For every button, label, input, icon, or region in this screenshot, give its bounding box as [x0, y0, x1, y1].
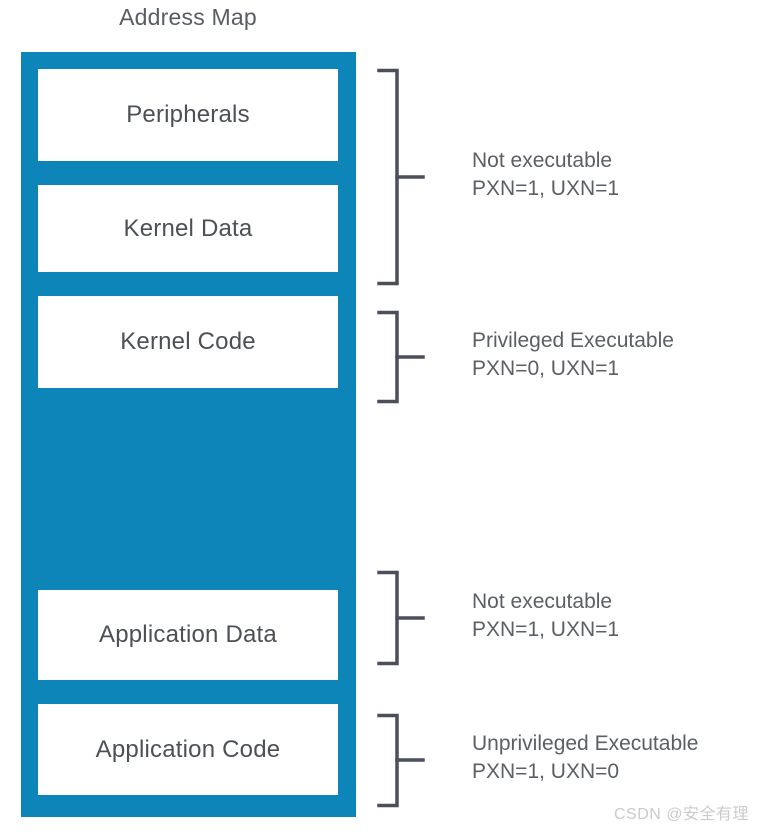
memory-region-label: Application Data [99, 621, 277, 648]
annotation-text: Not executable PXN=1, UXN=1 [472, 588, 619, 644]
annotation-flags: PXN=1, UXN=1 [472, 177, 620, 200]
memory-region-label: Peripherals [126, 101, 250, 128]
memory-region-application-code: Application Code [38, 704, 338, 795]
curly-bracket-icon [377, 68, 425, 286]
memory-region-kernel-data: Kernel Data [38, 185, 338, 272]
curly-bracket-icon [377, 713, 425, 808]
curly-bracket-icon [377, 310, 425, 404]
annotation-title: Not executable [472, 149, 613, 172]
annotation-title: Privileged Executable [472, 329, 674, 352]
memory-region-label: Application Code [95, 735, 281, 763]
annotation-text: Not executable PXN=1, UXN=1 [472, 147, 619, 203]
annotation-flags: PXN=1, UXN=1 [472, 618, 620, 641]
memory-region-label: Kernel Data [123, 214, 253, 242]
memory-region-application-data: Application Data [38, 590, 338, 680]
annotation-title: Not executable [472, 590, 613, 613]
curly-bracket-icon [377, 570, 425, 666]
memory-region-kernel-code: Kernel Code [38, 296, 338, 388]
watermark: CSDN @安全有理 [614, 806, 750, 823]
annotation-text: Unprivileged Executable PXN=1, UXN=0 [472, 730, 698, 786]
annotation-flags: PXN=1, UXN=0 [472, 760, 620, 783]
memory-region-label: Kernel Code [120, 328, 256, 355]
annotation-title: Unprivileged Executable [472, 732, 699, 755]
page-title: Address Map [119, 4, 257, 30]
address-map-container [21, 52, 356, 817]
memory-region-peripherals: Peripherals [38, 69, 338, 161]
annotation-text: Privileged Executable PXN=0, UXN=1 [472, 327, 674, 383]
annotation-flags: PXN=0, UXN=1 [472, 357, 620, 380]
